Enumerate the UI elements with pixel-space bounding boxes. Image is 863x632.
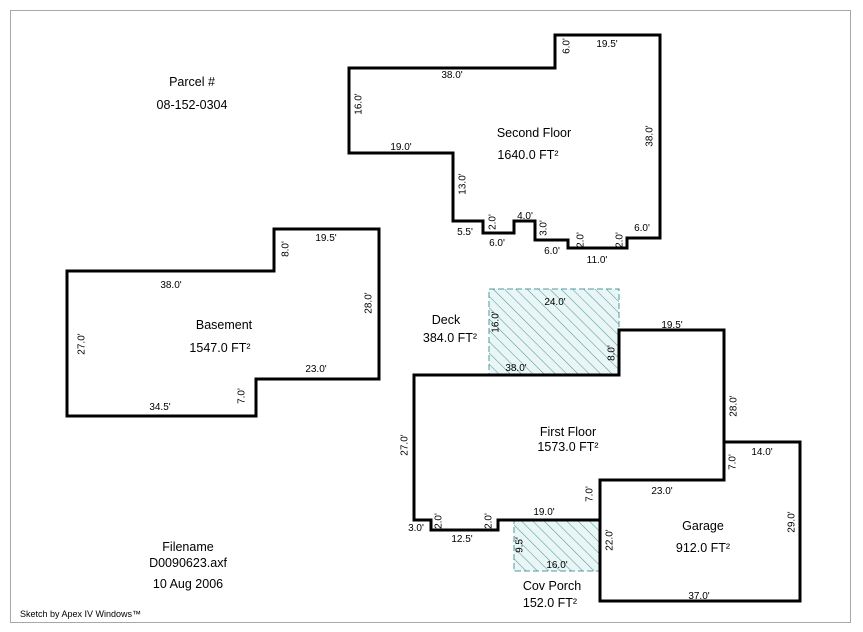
cov-porch-name: Cov Porch [523, 579, 581, 593]
parcel-number: 08-152-0304 [157, 98, 228, 112]
dimension-label: 2.0' [576, 232, 587, 248]
basement-size: 1547.0 FT² [189, 341, 250, 355]
file-date: 10 Aug 2006 [153, 577, 223, 591]
dimension-label: 11.0' [587, 255, 608, 266]
second-floor-dimensions: 6.0' 19.5' 38.0' 16.0' 38.0' 19.0' 13.0'… [354, 38, 656, 266]
dimension-label: 38.0' [160, 280, 181, 291]
garage-dimensions: 14.0' 29.0' 22.0' 37.0' [605, 447, 798, 602]
dimension-label: 19.0' [533, 507, 554, 518]
dimension-label: 38.0' [505, 363, 526, 374]
dimension-label: 2.0' [484, 513, 495, 529]
basement-outline [65, 227, 381, 418]
dimension-label: 19.5' [315, 233, 336, 244]
dimension-label: 34.5' [149, 402, 170, 413]
garage-outline [598, 440, 802, 603]
dimension-label: 8.0' [607, 345, 618, 361]
dimension-label: 2.0' [488, 214, 499, 230]
dimension-label: 23.0' [651, 486, 672, 497]
deck-name: Deck [432, 313, 461, 327]
garage-name: Garage [682, 519, 724, 533]
dimension-label: 19.5' [596, 39, 617, 50]
dimension-label: 6.0' [562, 38, 573, 54]
dimension-label: 8.0' [281, 241, 292, 257]
basement-dimensions: 8.0' 19.5' 38.0' 28.0' 27.0' 23.0' 7.0' … [77, 233, 375, 413]
software-credit: Sketch by Apex IV Windows™ [20, 609, 141, 619]
dimension-label: 23.0' [305, 364, 326, 375]
dimension-label: 37.0' [688, 591, 709, 602]
dimension-label: 27.0' [400, 434, 411, 455]
first-floor-name: First Floor [540, 425, 596, 439]
filename-label: Filename [162, 540, 213, 554]
deck-area [488, 288, 620, 376]
dimension-label: 19.0' [390, 142, 411, 153]
dimension-label: 2.0' [615, 232, 626, 248]
dimension-label: 3.0' [539, 220, 550, 236]
first-floor-size: 1573.0 FT² [537, 440, 598, 454]
first-floor-dimensions: 19.5' 28.0' 27.0' 7.0' 23.0' 7.0' 19.0' … [400, 320, 740, 545]
dimension-label: 38.0' [645, 125, 656, 146]
dimension-label: 19.5' [661, 320, 682, 331]
second-floor-size: 1640.0 FT² [497, 148, 558, 162]
dimension-label: 29.0' [787, 511, 798, 532]
dimension-label: 38.0' [441, 70, 462, 81]
parcel-label: Parcel # [169, 75, 215, 89]
dimension-label: 16.0' [546, 560, 567, 571]
dimension-label: 6.0' [544, 246, 560, 257]
dimension-label: 6.0' [489, 238, 505, 249]
dimension-label: 14.0' [751, 447, 772, 458]
dimension-label: 27.0' [77, 333, 88, 354]
dimension-label: 24.0' [544, 297, 565, 308]
dimension-label: 7.0' [728, 454, 739, 470]
filename-value: D0090623.axf [149, 556, 227, 570]
dimension-label: 16.0' [491, 311, 502, 332]
basement-name: Basement [196, 318, 253, 332]
dimension-label: 7.0' [237, 388, 248, 404]
dimension-label: 6.0' [634, 223, 650, 234]
deck-dimensions: 24.0' 16.0' 8.0' 38.0' [491, 297, 618, 374]
garage-size: 912.0 FT² [676, 541, 730, 555]
dimension-label: 12.5' [451, 534, 472, 545]
deck-size: 384.0 FT² [423, 331, 477, 345]
dimension-label: 9.5' [515, 537, 526, 553]
dimension-label: 28.0' [364, 292, 375, 313]
dimension-label: 3.0' [408, 523, 424, 534]
second-floor-name: Second Floor [497, 126, 571, 140]
cov-porch-area [513, 519, 601, 572]
dimension-label: 2.0' [434, 513, 445, 529]
dimension-label: 16.0' [354, 93, 365, 114]
dimension-label: 13.0' [458, 173, 469, 194]
dimension-label: 4.0' [517, 211, 533, 222]
dimension-label: 22.0' [605, 529, 616, 550]
dimension-label: 7.0' [585, 486, 596, 502]
cov-porch-dimensions: 9.5' 16.0' [515, 537, 568, 571]
dimension-label: 5.5' [457, 227, 473, 238]
second-floor-outline [347, 33, 662, 250]
dimension-label: 28.0' [729, 395, 740, 416]
cov-porch-size: 152.0 FT² [523, 596, 577, 610]
